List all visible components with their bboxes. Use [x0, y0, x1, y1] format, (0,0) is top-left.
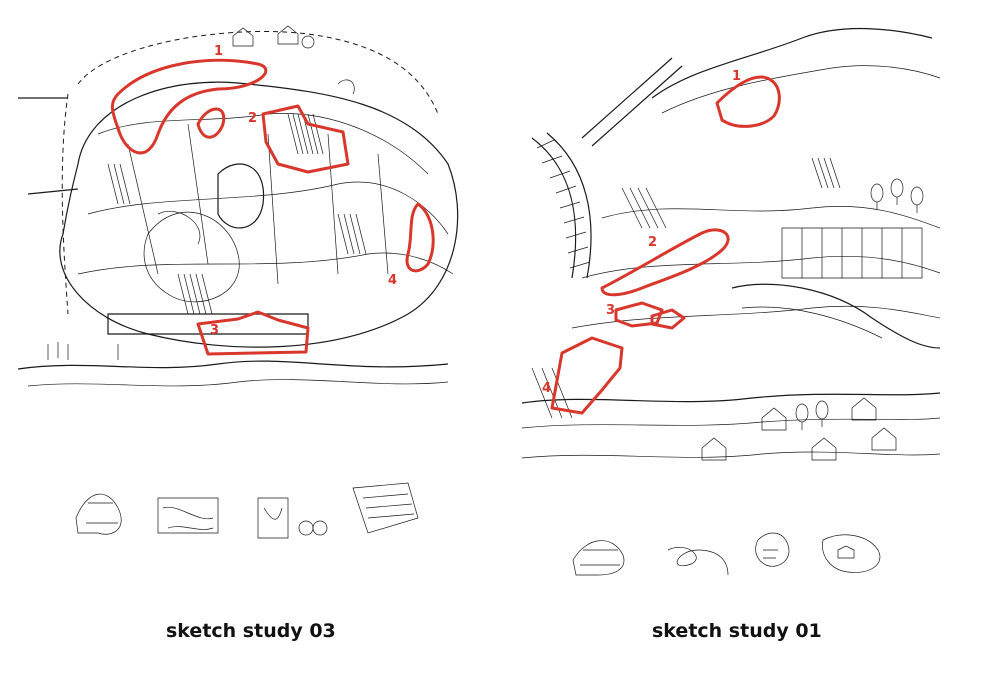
marker-3-left: 3 — [210, 323, 219, 338]
sketch-study-03-drawing: 1 2 3 4 — [8, 14, 468, 414]
sketch-study-01-drawing: 1 2 3 4 — [512, 18, 942, 478]
marker-4-left: 4 — [388, 273, 397, 288]
caption-sketch-study-03: sketch study 03 — [166, 620, 336, 642]
marker-2-right: 2 — [648, 235, 657, 250]
sketch-study-01-thumbnails — [568, 520, 898, 590]
marker-3-right: 3 — [606, 303, 615, 318]
sketch-study-03-thumbnails — [68, 478, 428, 558]
marker-1-right: 1 — [732, 69, 741, 84]
marker-4-right: 4 — [542, 381, 551, 396]
marker-2-left: 2 — [248, 111, 257, 126]
caption-sketch-study-01: sketch study 01 — [652, 620, 822, 642]
marker-1-left: 1 — [214, 44, 223, 59]
